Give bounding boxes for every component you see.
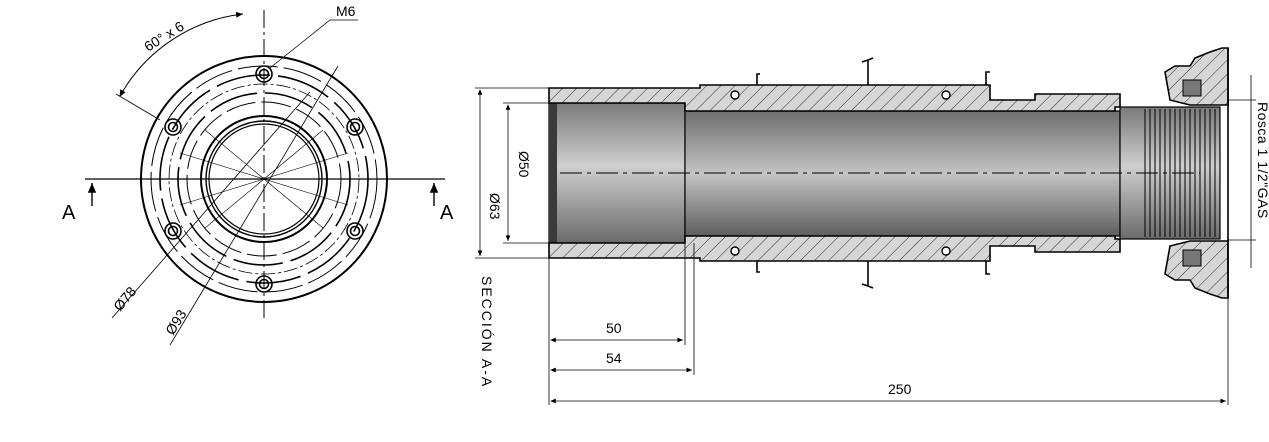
hub-outer — [200, 115, 328, 243]
hub-ring — [205, 120, 323, 238]
flange-outer-circle — [140, 55, 388, 303]
section-dimensions — [475, 75, 1256, 405]
upper-wall-section — [548, 84, 1121, 112]
diameter-78-leader — [111, 91, 311, 319]
dim-250-label: 250 — [888, 381, 912, 397]
hub-inner — [208, 123, 320, 235]
inner-diameter-label: Ø50 — [516, 151, 532, 178]
diameter-93-leader — [169, 65, 339, 346]
dim-54-label: 54 — [606, 350, 622, 366]
bolt-holes — [164, 65, 364, 293]
diameter-93-label: Ø93 — [162, 306, 190, 337]
front-view — [85, 10, 445, 346]
angle-dimension-arc — [119, 11, 244, 97]
section-title: SECCIÓN A-A — [479, 276, 495, 388]
section-view — [548, 47, 1229, 299]
dim-50-label: 50 — [606, 320, 622, 336]
thread-label: Rosca 1 1/2"GAS — [1255, 102, 1269, 219]
end-flange-top — [1164, 47, 1229, 106]
m6-leader — [269, 19, 358, 69]
bolt-circle — [168, 83, 360, 275]
flange-ring-4 — [186, 101, 342, 257]
section-mark-right: A — [440, 202, 454, 224]
outer-diameter-label: Ø63 — [487, 193, 503, 220]
lower-wall-section — [548, 235, 1121, 262]
end-flange-bottom — [1164, 240, 1229, 299]
m6-label: M6 — [336, 3, 356, 19]
flange-ring-3 — [177, 92, 351, 266]
diameter-78-label: Ø78 — [110, 283, 139, 314]
section-mark-left: A — [62, 202, 76, 224]
flange-ring-2 — [159, 74, 369, 284]
angle-label: 60° x 6 — [141, 18, 187, 55]
